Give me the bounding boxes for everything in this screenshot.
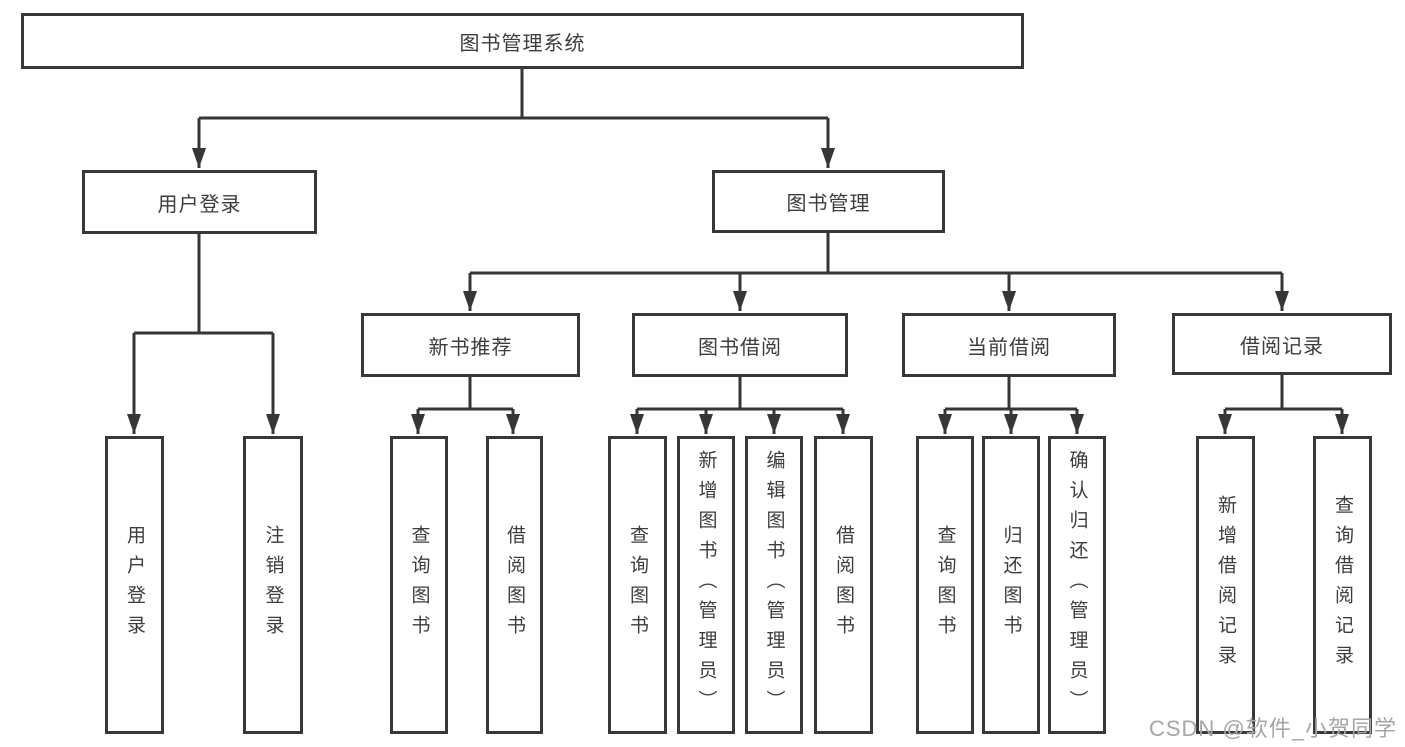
- node-current-borrow-label: 当前借阅: [967, 336, 1051, 359]
- csdn-watermark: CSDN @软件_小贺同学: [1148, 716, 1397, 741]
- leaf-add-borrow-record: 新增借阅记录: [1196, 436, 1255, 734]
- leaf-recommend-query-book: 查询图书: [390, 436, 448, 734]
- leaf-recommend-query-book-label: 查询图书: [408, 525, 430, 645]
- leaf-logout: 注销登录: [243, 436, 303, 734]
- leaf-confirm-return-admin-label: 确认归还（管理员）: [1066, 450, 1088, 720]
- leaf-edit-book-admin-label: 编辑图书（管理员）: [763, 450, 785, 720]
- leaf-logout-label: 注销登录: [262, 525, 284, 645]
- leaf-confirm-return-admin: 确认归还（管理员）: [1048, 436, 1106, 734]
- connector-user-login-children: [127, 234, 280, 434]
- node-book-management-label: 图书管理: [786, 193, 871, 215]
- connector-book-borrow-children: [630, 377, 850, 434]
- connector-current-borrow-children: [938, 377, 1084, 434]
- leaf-borrow-borrow-book: 借阅图书: [814, 436, 873, 734]
- leaf-user-login-label: 用户登录: [124, 525, 145, 645]
- leaf-borrow-borrow-book-label: 借阅图书: [833, 525, 854, 645]
- leaf-query-borrow-record: 查询借阅记录: [1313, 436, 1372, 734]
- node-new-book-recommend-label: 新书推荐: [428, 336, 513, 359]
- leaf-add-book-admin-label: 新增图书（管理员）: [695, 450, 717, 720]
- leaf-add-borrow-record-label: 新增借阅记录: [1215, 495, 1236, 675]
- node-user-login-label: 用户登录: [157, 193, 242, 216]
- node-book-borrow: 图书借阅: [632, 313, 848, 377]
- leaf-return-book: 归还图书: [982, 436, 1040, 734]
- node-root-library-system: 图书管理系统: [21, 13, 1024, 69]
- leaf-edit-book-admin: 编辑图书（管理员）: [745, 436, 803, 734]
- connector-root-to-level2: [192, 69, 835, 168]
- node-borrow-records: 借阅记录: [1172, 313, 1392, 375]
- node-book-management: 图书管理: [712, 170, 945, 233]
- node-user-login: 用户登录: [82, 170, 317, 234]
- leaf-query-borrow-record-label: 查询借阅记录: [1332, 495, 1353, 675]
- leaf-current-query-book: 查询图书: [916, 436, 974, 734]
- leaf-borrow-query-book-label: 查询图书: [627, 525, 648, 645]
- node-borrow-records-label: 借阅记录: [1240, 335, 1324, 358]
- connector-new-book-recommend-children: [411, 377, 520, 434]
- node-new-book-recommend: 新书推荐: [361, 313, 580, 377]
- leaf-current-query-book-label: 查询图书: [934, 525, 956, 645]
- connector-book-management-sections: [463, 233, 1289, 311]
- node-book-borrow-label: 图书借阅: [698, 336, 782, 359]
- leaf-user-login: 用户登录: [105, 436, 164, 734]
- leaf-recommend-borrow-book: 借阅图书: [486, 436, 543, 734]
- leaf-borrow-query-book: 查询图书: [608, 436, 667, 734]
- leaf-return-book-label: 归还图书: [1000, 525, 1022, 645]
- leaf-recommend-borrow-book-label: 借阅图书: [504, 525, 525, 645]
- leaf-add-book-admin: 新增图书（管理员）: [677, 436, 735, 734]
- connector-borrow-records-children: [1218, 375, 1349, 434]
- node-root-label: 图书管理系统: [459, 32, 586, 55]
- node-current-borrow: 当前借阅: [902, 313, 1116, 377]
